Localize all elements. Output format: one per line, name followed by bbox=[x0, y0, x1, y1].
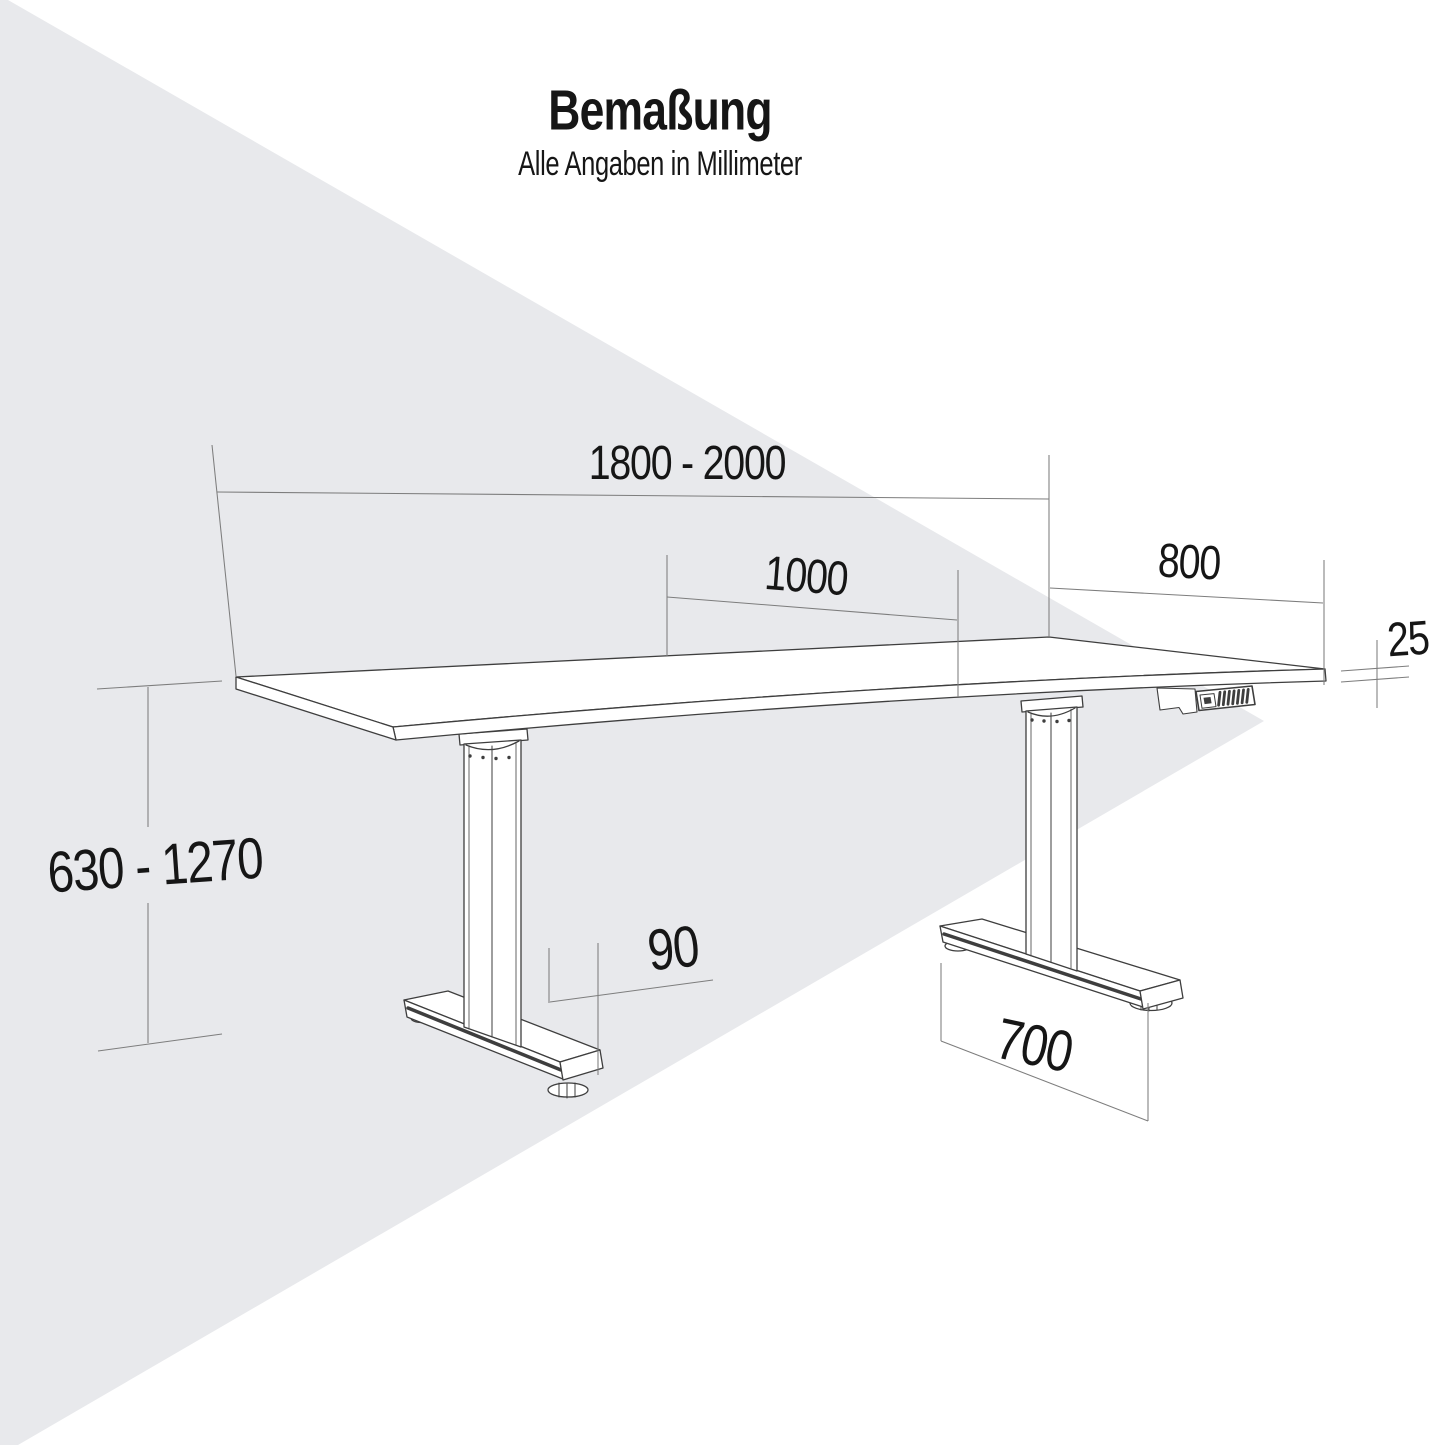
dimension-label-foot-depth: 700 bbox=[990, 1005, 1078, 1086]
tabletop-front-face bbox=[392, 668, 1327, 741]
dimension-label-foot-height: 90 bbox=[644, 913, 702, 984]
dimension-label-thickness: 25 bbox=[1385, 611, 1431, 668]
left-foot-end-cap bbox=[559, 1049, 604, 1081]
tabletop-left-end-face bbox=[235, 676, 397, 741]
foot-height-leader-line bbox=[549, 979, 714, 1003]
foot-depth-dimension-line bbox=[940, 1040, 1149, 1122]
height-tick-top bbox=[96, 680, 223, 690]
page-subtitle: Alle Angaben in Millimeter bbox=[518, 145, 802, 183]
left-leg-mount-screws bbox=[468, 754, 511, 761]
end-width-dimension-line bbox=[1049, 587, 1324, 604]
right-leg-mount-screws bbox=[1030, 718, 1071, 724]
keypad-display-screen bbox=[1203, 697, 1212, 705]
center-width-dimension-line bbox=[666, 596, 958, 621]
right-leg bbox=[939, 695, 1184, 1012]
dimension-label-end-width: 800 bbox=[1156, 534, 1222, 591]
left-leg bbox=[403, 728, 604, 1099]
right-foot-shade-band bbox=[942, 932, 1143, 1001]
dimension-label-center-width: 1000 bbox=[762, 546, 850, 607]
length-dimension-line bbox=[216, 491, 1050, 500]
shadow-wedge bbox=[0, 0, 1264, 1445]
thickness-tick-bottom bbox=[1340, 676, 1410, 683]
left-foot-leveler-knurling bbox=[558, 1082, 576, 1099]
left-foot-front-leveler bbox=[547, 1082, 589, 1098]
desk-drawing bbox=[235, 636, 1327, 1099]
left-foot-shade-band bbox=[406, 1006, 563, 1072]
height-tick-bottom bbox=[97, 1033, 223, 1052]
length-extension-left bbox=[211, 444, 237, 677]
dimension-lines bbox=[96, 444, 1410, 1122]
right-foot-end-cap bbox=[1139, 979, 1184, 1010]
dimension-label-height-range: 630 - 1270 bbox=[45, 825, 265, 906]
keypad-bracket bbox=[1156, 687, 1198, 715]
tabletop bbox=[235, 636, 1327, 741]
thickness-tick-top bbox=[1340, 665, 1410, 672]
dimension-label-tabletop-length: 1800 - 2000 bbox=[588, 437, 787, 490]
page-title: Bemaßung bbox=[548, 78, 772, 143]
height-control-keypad bbox=[1156, 685, 1256, 715]
keypad-buttons bbox=[1217, 688, 1250, 707]
